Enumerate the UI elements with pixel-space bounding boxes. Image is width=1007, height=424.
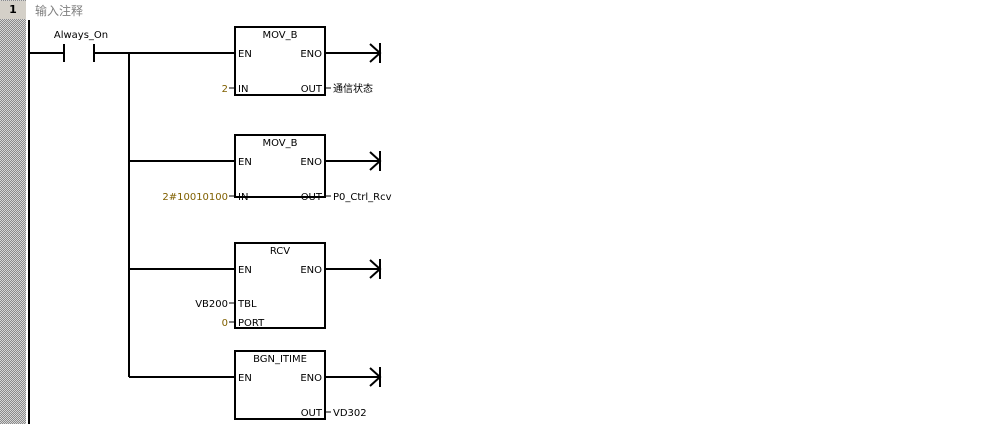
block-title: MOV_B [262, 138, 297, 149]
contact-label: Always_On [54, 30, 108, 41]
block-box [234, 26, 326, 96]
block-box [234, 242, 326, 329]
input-operand[interactable]: 0 [222, 318, 228, 329]
input-operand[interactable]: 2#10010100 [162, 192, 228, 203]
block-box [234, 350, 326, 420]
eno-pin-label: ENO [300, 157, 322, 168]
block-mov-b[interactable]: MOV_B EN ENO IN 2#10010100 OUT P0_Ctrl_Rcv [129, 134, 392, 203]
eno-pin-label: ENO [300, 265, 322, 276]
block-title: BGN_ITIME [253, 354, 307, 365]
input-pin-label: IN [238, 84, 248, 95]
output-pin-label: OUT [301, 192, 323, 203]
block-title: MOV_B [262, 30, 297, 41]
network-comment[interactable]: 输入注释 [35, 4, 84, 18]
en-pin-label: EN [238, 157, 252, 168]
input-operand[interactable]: VB200 [195, 299, 228, 310]
eno-pin-label: ENO [300, 49, 322, 60]
always-on-contact[interactable]: Always_On [29, 30, 129, 62]
output-operand[interactable]: VD302 [333, 408, 367, 419]
input-pin-label: TBL [237, 299, 257, 310]
block-mov-b[interactable]: MOV_B EN ENO IN 2 OUT 通信状态 [129, 26, 382, 96]
eno-pin-label: ENO [300, 373, 322, 384]
block-box [234, 134, 326, 198]
output-pin-label: OUT [301, 408, 323, 419]
en-pin-label: EN [238, 49, 252, 60]
en-pin-label: EN [238, 373, 252, 384]
input-pin-label: PORT [238, 318, 265, 329]
input-pin-label: IN [238, 192, 248, 203]
output-operand[interactable]: 通信状态 [333, 82, 373, 95]
en-pin-label: EN [238, 265, 252, 276]
output-pin-label: OUT [301, 84, 323, 95]
block-title: RCV [270, 246, 290, 257]
network-gutter [0, 0, 26, 424]
input-operand[interactable]: 2 [222, 84, 228, 95]
output-operand[interactable]: P0_Ctrl_Rcv [333, 192, 392, 203]
network-number[interactable]: 1 [0, 1, 26, 19]
